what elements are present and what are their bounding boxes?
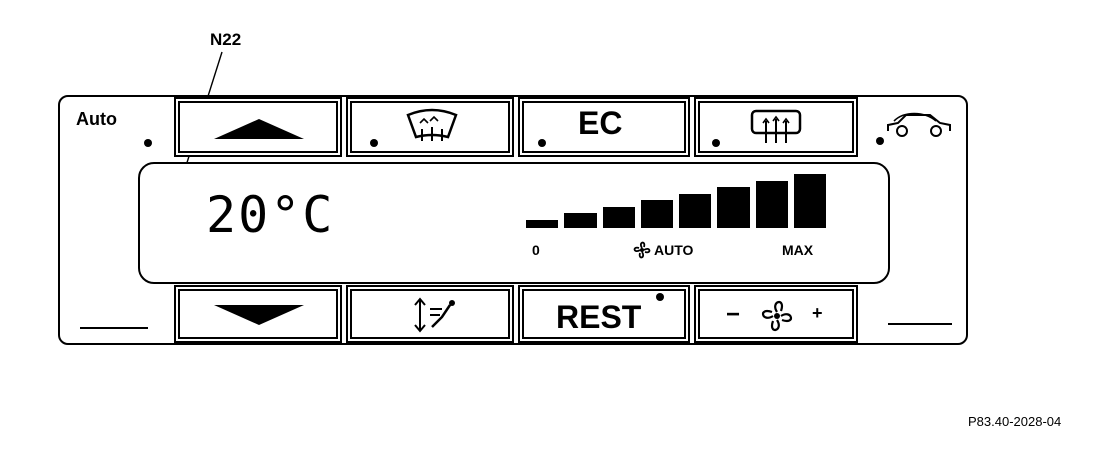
climate-control-panel: [58, 95, 968, 345]
fan-scale-auto-label: AUTO: [654, 242, 694, 258]
fan-speed-button[interactable]: − +: [694, 285, 858, 343]
fan-level-bar: [793, 174, 826, 228]
rest-indicator-dot: [656, 293, 664, 301]
fan-level-bar: [526, 220, 559, 228]
recirculation-button[interactable]: [858, 97, 966, 157]
air-distribution-icon: [414, 297, 455, 333]
fan-minus-label: −: [726, 301, 741, 328]
ec-button-label: EC: [578, 105, 623, 141]
ec-button[interactable]: EC: [518, 97, 690, 157]
auto-button-label: Auto: [76, 109, 117, 129]
fan-icon-small: [633, 241, 651, 259]
windshield-defrost-button[interactable]: [346, 97, 514, 157]
auto-indicator-dot: [144, 139, 152, 147]
car-recirculation-icon: [887, 112, 951, 137]
temp-down-button[interactable]: [174, 285, 342, 343]
air-distribution-button[interactable]: [346, 285, 514, 343]
lcd-display: 20°C 0 AUTO MAX: [138, 162, 890, 284]
left-bottom-line-icon: [80, 327, 148, 329]
fan-plus-label: +: [812, 303, 823, 323]
temperature-readout: 20°C: [206, 186, 335, 244]
fan-bar-graph: [526, 174, 826, 228]
fan-level-bar: [640, 200, 673, 228]
rest-button[interactable]: REST: [518, 285, 690, 343]
fan-scale-min-label: 0: [532, 242, 540, 258]
rear-defrost-indicator-dot: [712, 139, 720, 147]
fan-level-bar: [755, 180, 788, 228]
triangle-up-icon: [214, 119, 304, 139]
triangle-down-icon: [214, 305, 304, 325]
right-bottom-line-icon: [888, 323, 952, 325]
fan-icon: [762, 301, 792, 331]
ec-indicator-dot: [538, 139, 546, 147]
callout-label: N22: [210, 30, 242, 49]
rear-window-defrost-icon: [750, 109, 802, 143]
fan-scale-max-label: MAX: [782, 242, 814, 258]
windshield-defrost-icon: [406, 108, 458, 141]
recirculation-indicator-dot: [876, 137, 884, 145]
temp-up-button[interactable]: [174, 97, 342, 157]
auto-button[interactable]: Auto: [60, 97, 166, 157]
fan-level-bar: [602, 206, 635, 228]
figure-reference: P83.40-2028-04: [968, 414, 1062, 429]
rear-defrost-button[interactable]: [694, 97, 858, 157]
left-bottom-button[interactable]: [60, 285, 166, 343]
fan-level-bar: [717, 187, 750, 228]
fan-level-bar: [679, 193, 712, 228]
rest-button-label: REST: [556, 299, 642, 335]
right-bottom-button[interactable]: [858, 285, 966, 343]
fan-level-bar: [564, 213, 597, 228]
windshield-defrost-indicator-dot: [370, 139, 378, 147]
